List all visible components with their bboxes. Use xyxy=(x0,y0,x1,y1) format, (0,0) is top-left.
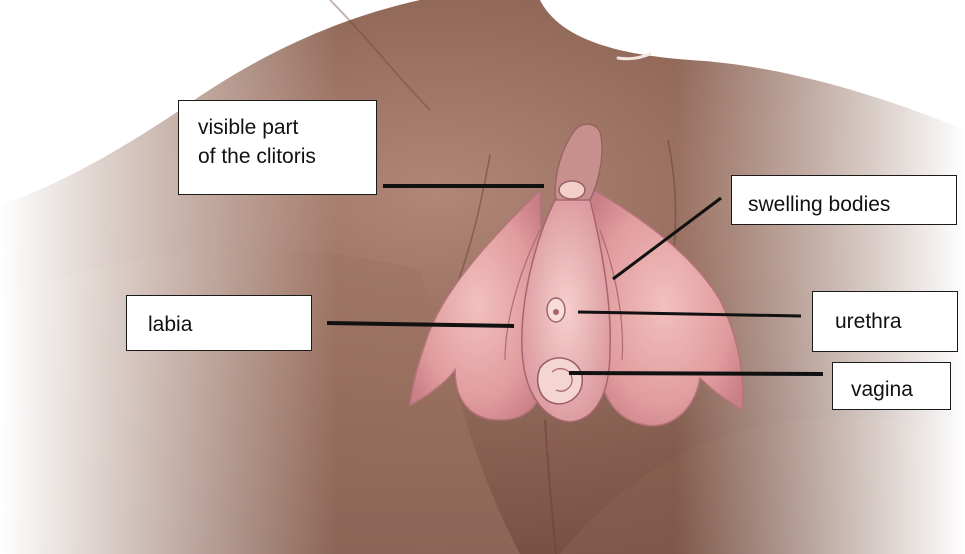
label-urethra: urethra xyxy=(812,291,958,352)
label-labia-text: labia xyxy=(148,310,311,339)
clitoris-glans xyxy=(559,181,585,199)
label-urethra-text: urethra xyxy=(835,307,957,336)
label-swelling-bodies-text: swelling bodies xyxy=(748,190,956,219)
label-visible-clitoris: visible part of the clitoris xyxy=(178,100,377,195)
vaginal-opening xyxy=(538,358,583,404)
label-vagina: vagina xyxy=(832,362,951,410)
label-swelling-bodies: swelling bodies xyxy=(731,175,957,225)
leader-vagina xyxy=(569,373,823,374)
label-clitoris-line1: visible part xyxy=(198,113,376,142)
urethra-center xyxy=(553,309,559,315)
label-clitoris-line2: of the clitoris xyxy=(198,142,376,171)
label-labia: labia xyxy=(126,295,312,351)
label-vagina-text: vagina xyxy=(851,375,950,404)
